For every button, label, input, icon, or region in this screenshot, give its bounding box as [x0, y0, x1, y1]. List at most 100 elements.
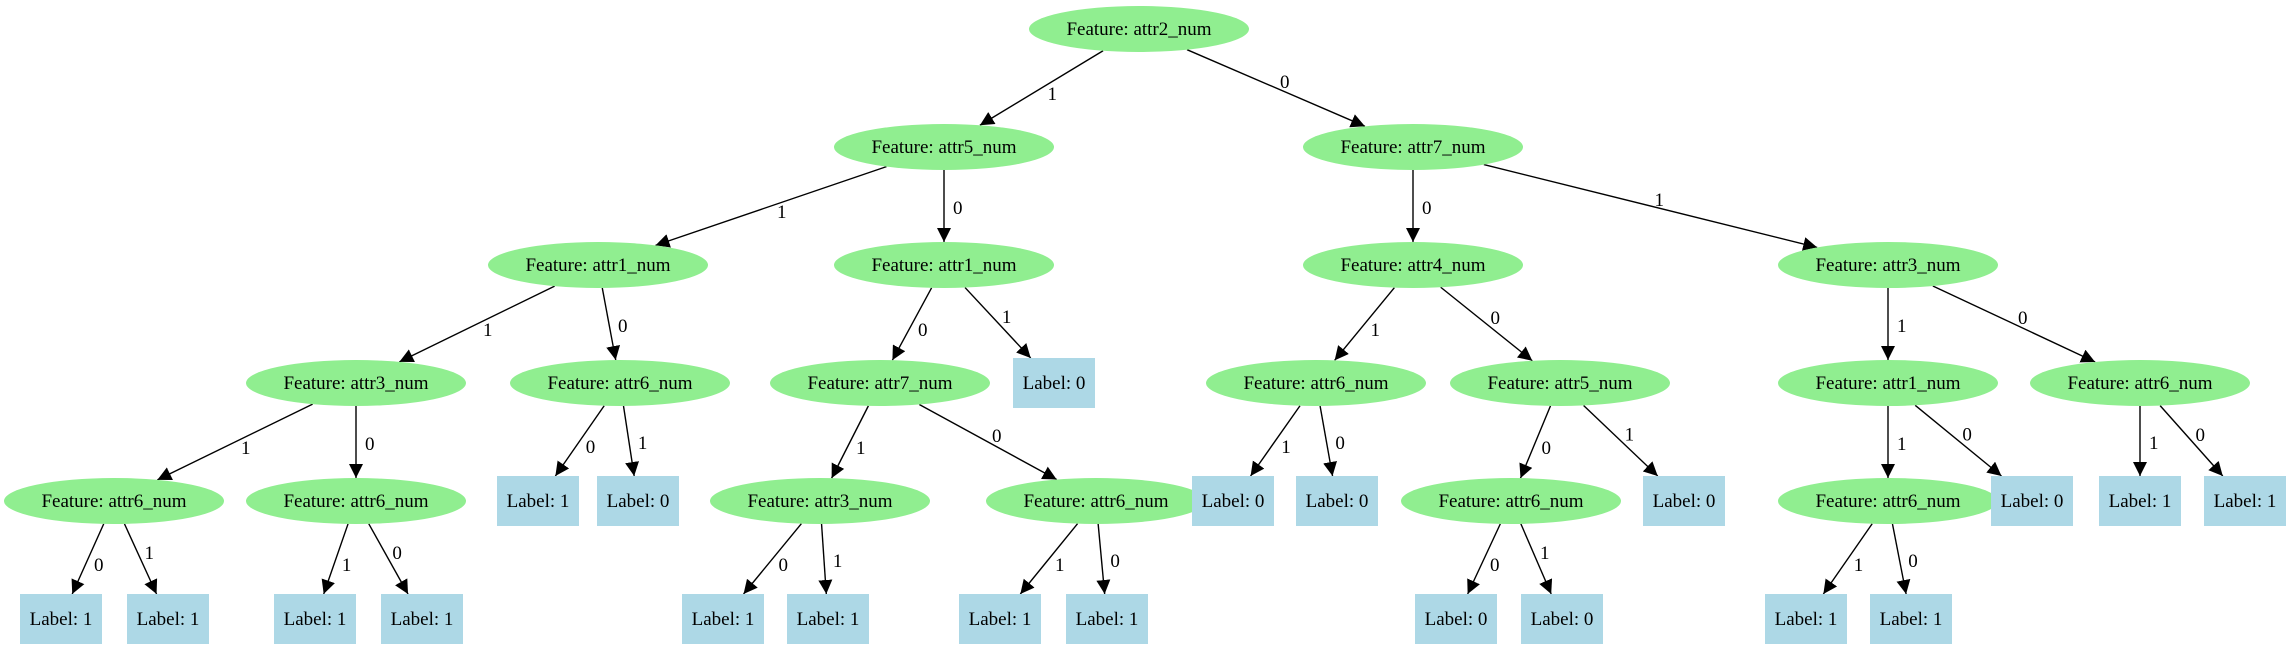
feature-node-shape: [246, 478, 466, 524]
leaf-node-label: Label: 1: [507, 491, 570, 512]
leaf-node: Label: 0: [1991, 476, 2073, 526]
feature-node-shape: [1401, 478, 1621, 524]
leaf-node-label: Label: 1: [1775, 609, 1838, 630]
feature-node: Feature: attr3_num: [710, 478, 930, 524]
edge-n0-n2: [1186, 49, 1366, 128]
feature-node-label: Feature: attr6_num: [1243, 373, 1388, 394]
feature-node-shape: [510, 360, 730, 406]
feature-node-label: Feature: attr6_num: [2067, 373, 2212, 394]
edge-n9-n20: [918, 403, 1058, 481]
feature-node-label: Feature: attr1_num: [525, 255, 670, 276]
edge-label: 1: [1055, 555, 1065, 576]
leaf-node-label: Label: 0: [607, 491, 670, 512]
leaf-node-shape: [1296, 476, 1378, 526]
edge-n5-n11: [1334, 287, 1395, 361]
feature-node: Feature: attr1_num: [834, 242, 1054, 288]
edge-label: 1: [777, 202, 787, 223]
feature-node-shape: [246, 360, 466, 406]
edge-n12-n23: [1519, 405, 1552, 479]
feature-node-shape: [770, 360, 990, 406]
edge-label: 0: [1110, 551, 1120, 572]
feature-node-label: Feature: attr7_num: [1340, 137, 1485, 158]
edge-n2-n6: [1483, 163, 1818, 251]
leaf-node-label: Label: 1: [692, 609, 755, 630]
edge-label: 0: [778, 555, 788, 576]
feature-node-shape: [710, 478, 930, 524]
edge-n19-n34: [818, 523, 833, 595]
leaf-node-label: Label: 1: [969, 609, 1032, 630]
feature-node: Feature: attr6_num: [1401, 478, 1621, 524]
edge-n1-n3: [655, 165, 887, 248]
feature-node-label: Feature: attr3_num: [747, 491, 892, 512]
edge-label: 1: [1897, 434, 1907, 455]
leaf-node-shape: [1013, 358, 1095, 408]
feature-node-label: Feature: attr1_num: [1815, 373, 1960, 394]
edge-label: 0: [1422, 198, 1432, 219]
feature-node-shape: [488, 242, 708, 288]
leaf-node-shape: [959, 594, 1041, 644]
edge-n4-n10: [964, 287, 1032, 359]
feature-node-shape: [1778, 360, 1998, 406]
leaf-node-label: Label: 1: [2109, 491, 2172, 512]
leaf-node-shape: [127, 594, 209, 644]
edge-n25-n42: [1891, 523, 1911, 595]
edge-label: 0: [1542, 438, 1552, 459]
leaf-node: Label: 0: [1415, 594, 1497, 644]
feature-node-shape: [1778, 242, 1998, 288]
leaf-node-shape: [2204, 476, 2286, 526]
feature-node: Feature: attr7_num: [770, 360, 990, 406]
leaf-node-shape: [1521, 594, 1603, 644]
edge-label: 0: [2195, 425, 2205, 446]
edge-label: 1: [241, 438, 251, 459]
edge-n13-n26: [1914, 404, 2002, 477]
edge-label: 1: [1371, 320, 1381, 341]
edge-n15-n29: [71, 523, 105, 595]
edge-label: 1: [1281, 437, 1291, 458]
leaf-node-label: Label: 1: [2214, 491, 2277, 512]
leaf-node-shape: [1765, 594, 1847, 644]
edge-label: 1: [1625, 425, 1635, 446]
leaf-node: Label: 1: [381, 594, 463, 644]
feature-node-label: Feature: attr2_num: [1066, 19, 1211, 40]
edge-label: 0: [1491, 308, 1501, 329]
edge-label: 0: [992, 426, 1002, 447]
leaf-node-label: Label: 0: [2001, 491, 2064, 512]
edge-label: 1: [833, 551, 843, 572]
edge-label: 1: [2149, 433, 2159, 454]
feature-node: Feature: attr2_num: [1029, 6, 1249, 52]
edge-n14-n28: [2159, 405, 2224, 477]
leaf-node-label: Label: 1: [1076, 609, 1139, 630]
feature-node-shape: [834, 124, 1054, 170]
feature-node: Feature: attr7_num: [1303, 124, 1523, 170]
edge-label: 0: [392, 543, 402, 564]
feature-node-label: Feature: attr6_num: [1023, 491, 1168, 512]
feature-node: Feature: attr6_num: [2030, 360, 2250, 406]
edge-label: 0: [1490, 555, 1500, 576]
edge-n3-n8: [601, 287, 621, 361]
edge-n5-n12: [1440, 286, 1533, 362]
leaf-node-label: Label: 1: [391, 609, 454, 630]
feature-node: Feature: attr6_num: [986, 478, 1206, 524]
edge-n16-n31: [321, 523, 349, 595]
edge-label: 0: [1335, 433, 1345, 454]
feature-node-label: Feature: attr5_num: [871, 137, 1016, 158]
edge-n16-n32: [368, 523, 409, 595]
edge-n7-n15: [157, 403, 313, 481]
edge-n20-n35: [1019, 523, 1079, 595]
edge-label: 0: [586, 437, 596, 458]
leaf-node-shape: [497, 476, 579, 526]
leaf-node: Label: 0: [1192, 476, 1274, 526]
leaf-node: Label: 1: [1870, 594, 1952, 644]
feature-node: Feature: attr6_num: [510, 360, 730, 406]
leaf-node: Label: 0: [1521, 594, 1603, 644]
edge-label: 0: [953, 198, 963, 219]
feature-node-label: Feature: attr6_num: [283, 491, 428, 512]
feature-node: Feature: attr6_num: [1206, 360, 1426, 406]
feature-node-label: Feature: attr3_num: [283, 373, 428, 394]
leaf-node-shape: [1066, 594, 1148, 644]
edge-n23-n39: [1467, 523, 1501, 595]
feature-node-label: Feature: attr4_num: [1340, 255, 1485, 276]
feature-node: Feature: attr3_num: [1778, 242, 1998, 288]
edge-label: 1: [1002, 307, 1012, 328]
